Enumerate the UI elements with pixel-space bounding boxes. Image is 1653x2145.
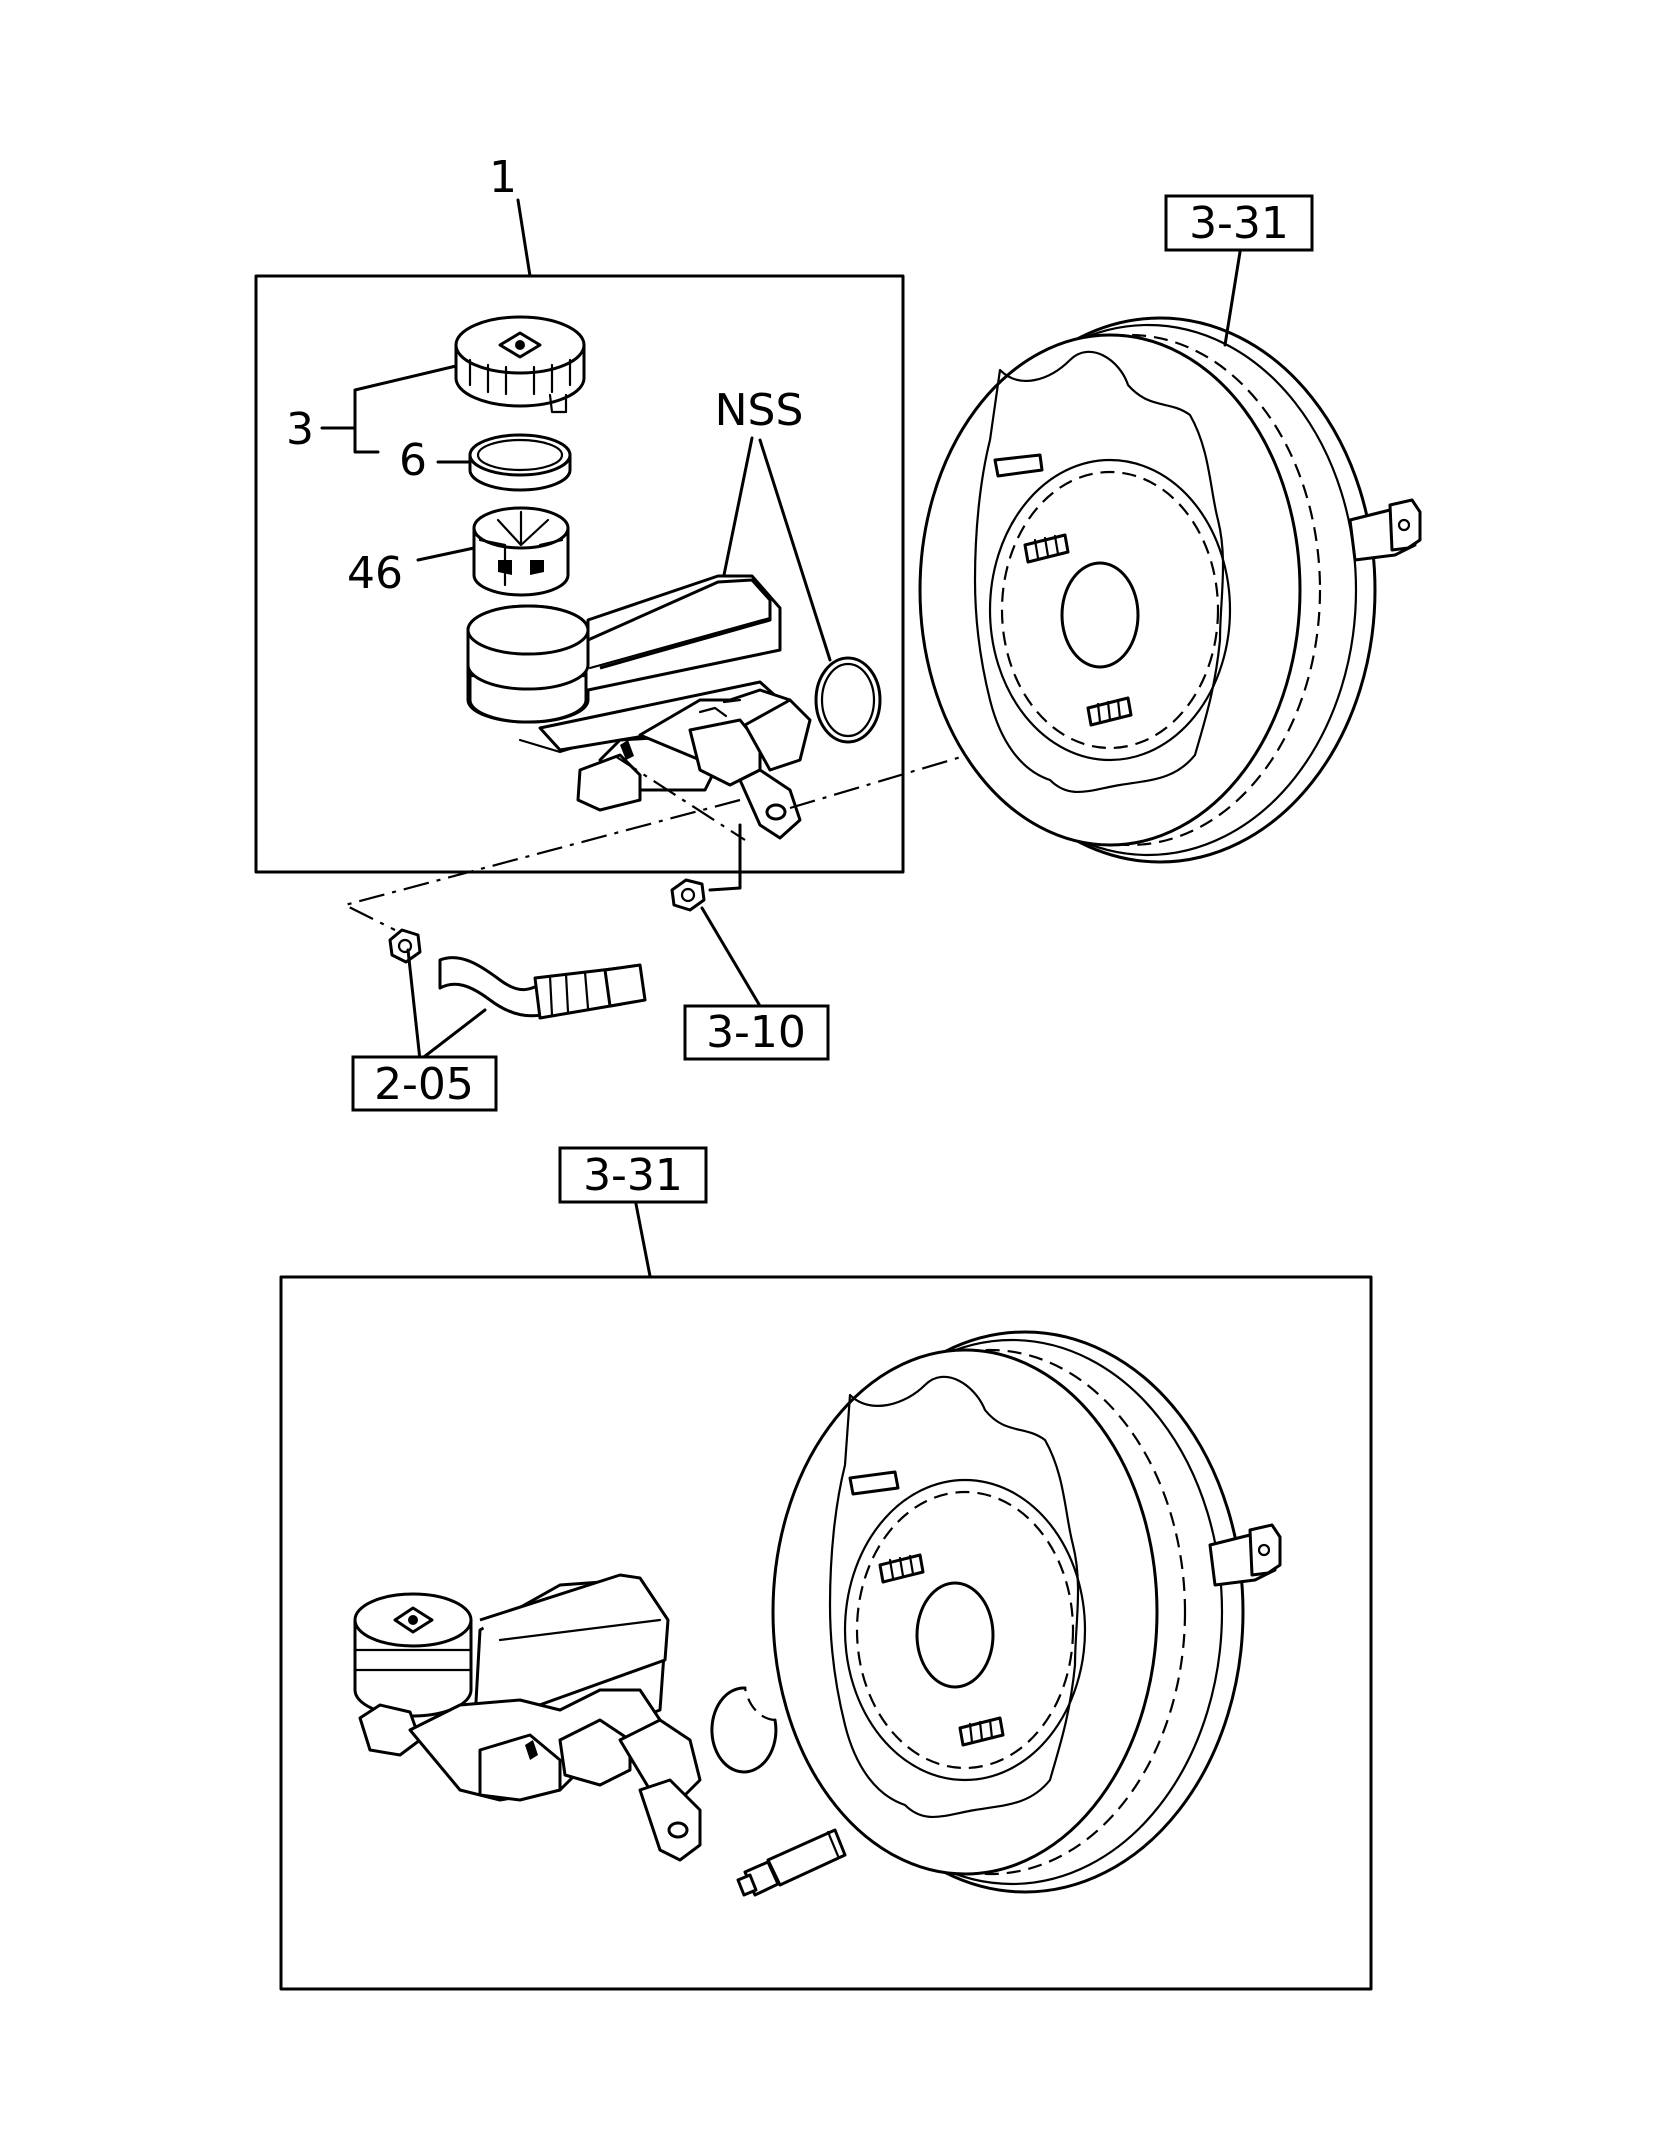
ref-box-3-31-bottom: [558, 1146, 708, 1204]
ref-box-3-31-top: [1164, 194, 1314, 252]
o-ring-nss: [814, 656, 882, 744]
nut-leader: [708, 823, 742, 892]
alignment-line-pipe-2: [341, 798, 741, 931]
ref-label-3-10: 3-10: [706, 1007, 806, 1058]
leader-3: [320, 364, 458, 454]
master-cylinder-body: [466, 574, 812, 840]
ref-label-3-31-top: 3-31: [1189, 198, 1289, 249]
callout-46: 46: [347, 548, 403, 599]
brake-booster-top: [918, 316, 1422, 864]
leader-3-10: [700, 906, 762, 1008]
o-ring-nss-inner: [820, 662, 876, 738]
reservoir-seal: [468, 433, 572, 492]
ref-box-3-10: [683, 1004, 830, 1061]
callout-1: 1: [489, 152, 517, 203]
master-cylinder-frame: [254, 274, 905, 874]
leader-1: [516, 198, 532, 278]
callout-6: 6: [399, 435, 427, 486]
callout-3: 3: [286, 404, 314, 455]
alignment-line-pipe: [614, 755, 746, 841]
leader-3-31-top: [1223, 250, 1242, 347]
grease-tube: [736, 1828, 847, 1897]
leader-3-31-bottom: [634, 1202, 652, 1278]
o-ring-bottom: [710, 1686, 778, 1774]
brake-booster-bottom: [771, 1330, 1282, 1894]
ref-label-3-31-bottom: 3-31: [583, 1150, 683, 1201]
flare-nut: [670, 878, 706, 912]
master-cylinder-bottom: [353, 1573, 702, 1862]
ref-label-2-05: 2-05: [374, 1059, 474, 1110]
brake-pipe: [388, 928, 647, 1020]
ref-box-2-05: [351, 1055, 498, 1112]
booster-assembly-frame: [279, 1275, 1373, 1991]
leader-nss: [722, 436, 832, 662]
leader-46: [416, 546, 476, 562]
reservoir-strainer: [472, 506, 570, 597]
callout-nss: NSS: [715, 385, 804, 436]
reservoir-cap: [454, 315, 586, 414]
o-ring-bottom-hidden: [743, 1687, 776, 1722]
